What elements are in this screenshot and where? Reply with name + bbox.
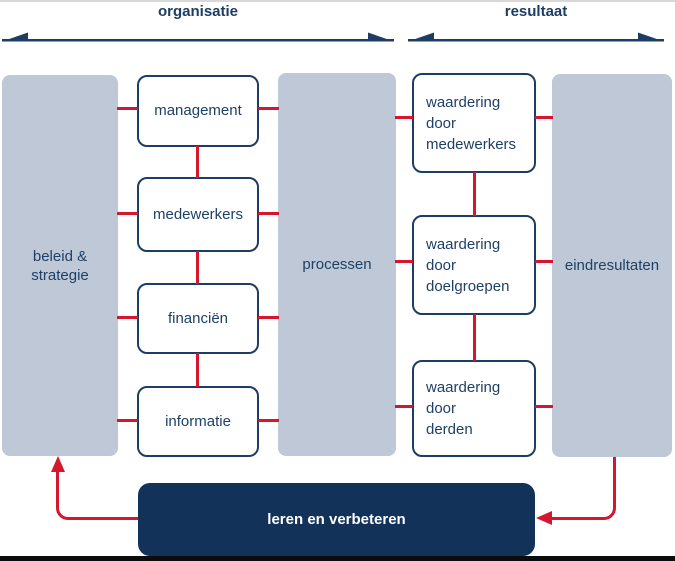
management-label: management (154, 102, 242, 119)
connector-finances-information (196, 353, 199, 387)
connector-employees-processes (258, 212, 279, 215)
connector-employees-finances (196, 251, 199, 284)
policy-strategy-line1: beleid & (32, 247, 88, 265)
appreciation-employees-box: waardering door medewerkers (412, 73, 536, 173)
end-results-column: eindresultaten (552, 74, 672, 457)
organisation-span-arrow-icon (2, 32, 394, 42)
connector-policy-management (117, 107, 138, 110)
appreciation-third-parties-line3: derden (426, 421, 473, 438)
information-box: informatie (137, 386, 259, 457)
finances-label: financiën (167, 309, 229, 327)
feedback-loop-results-to-learn (551, 457, 616, 520)
connector-finances-processes (258, 316, 279, 319)
learn-improve-box: leren en verbeteren (138, 483, 535, 556)
bottom-bar (0, 556, 675, 561)
organisation-label: organisatie (157, 3, 239, 20)
connector-appr-employees-results (535, 116, 553, 119)
employees-box: medewerkers (137, 177, 259, 252)
connector-processes-appr-employees (395, 116, 413, 119)
appreciation-target-groups-line3: doelgroepen (426, 277, 510, 295)
policy-strategy-column: beleid & strategie (2, 75, 118, 456)
appreciation-employees-line1: waardering (426, 93, 501, 111)
feedback-loop-learn-to-policy (56, 469, 138, 520)
policy-strategy-label: beleid & strategie (31, 247, 89, 285)
connector-management-processes (258, 107, 279, 110)
connector-policy-information (117, 419, 138, 422)
appreciation-employees-line2: door (426, 114, 457, 132)
connector-processes-appr-targets (395, 260, 413, 263)
finances-box: financiën (137, 283, 259, 354)
connector-appr-targets-results (535, 260, 553, 263)
learn-improve-label: leren en verbeteren (267, 511, 406, 528)
employees-label: medewerkers (152, 205, 244, 223)
appreciation-target-groups-line2: door (426, 256, 457, 274)
connector-appr-third-results (535, 405, 553, 408)
end-results-label: eindresultaten (564, 257, 660, 274)
connector-appr-targets-third (473, 314, 476, 361)
appreciation-third-parties-line1: waardering (426, 379, 501, 396)
connector-processes-appr-third (395, 405, 413, 408)
appreciation-employees-label: waardering door medewerkers (426, 92, 516, 155)
connector-policy-finances (117, 316, 138, 319)
management-box: management (137, 75, 259, 147)
left-arrowhead-icon (536, 511, 552, 525)
processes-column: processen (278, 73, 396, 456)
result-span-arrow-icon (408, 32, 664, 42)
appreciation-target-groups-line1: waardering (426, 235, 501, 253)
result-label: resultaat (504, 3, 568, 20)
up-arrowhead-icon (51, 456, 65, 472)
top-border (0, 0, 675, 2)
information-label: informatie (165, 412, 231, 430)
processes-label: processen (302, 256, 372, 273)
appreciation-target-groups-box: waardering door doelgroepen (412, 215, 536, 315)
appreciation-target-groups-label: waardering door doelgroepen (426, 234, 509, 297)
appreciation-third-parties-line2: door (426, 400, 457, 417)
appreciation-employees-line3: medewerkers (426, 135, 517, 153)
connector-management-employees (196, 146, 199, 178)
policy-strategy-line2: strategie (31, 266, 89, 284)
connector-policy-employees (117, 212, 138, 215)
connector-information-processes (258, 419, 279, 422)
appreciation-third-parties-label: waardering door derden (426, 377, 500, 440)
appreciation-third-parties-box: waardering door derden (412, 360, 536, 457)
connector-appr-employees-targets (473, 172, 476, 216)
